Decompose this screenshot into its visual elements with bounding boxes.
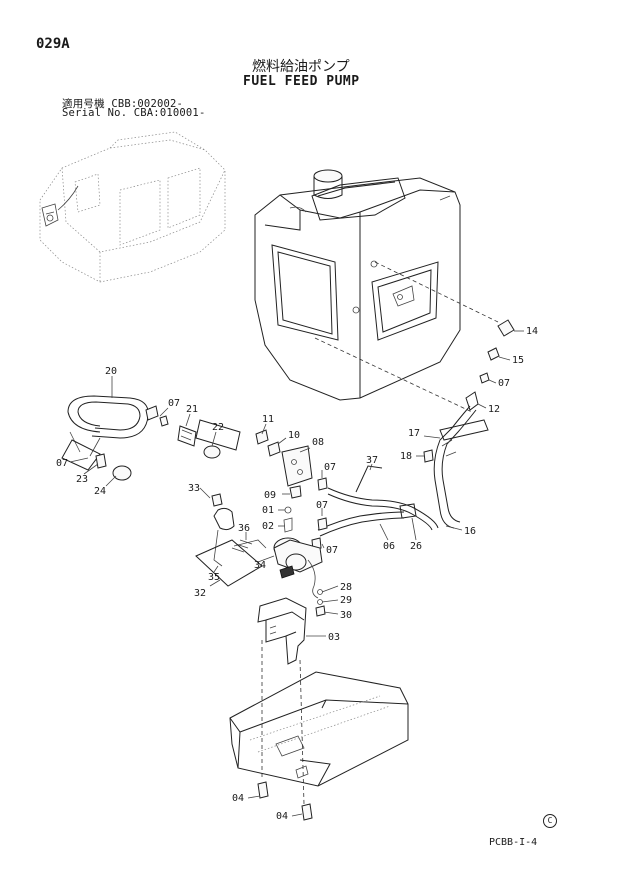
fitting-11 xyxy=(255,429,269,445)
callout-01: 01 xyxy=(262,505,274,516)
hose-06 xyxy=(317,511,405,531)
callout-04-b: 04 xyxy=(276,811,288,822)
harness-36 xyxy=(233,539,267,549)
callout-08: 08 xyxy=(312,437,324,448)
callout-24: 24 xyxy=(94,486,106,497)
callout-15: 15 xyxy=(512,355,524,366)
callout-labels: 14 15 07 12 20 07 21 11 22 10 08 17 18 0… xyxy=(56,326,538,822)
cap-24 xyxy=(112,465,132,481)
hose-16 xyxy=(327,487,439,529)
callout-22: 22 xyxy=(212,422,224,433)
hose-06-outer xyxy=(319,517,405,537)
fitting-07-upper xyxy=(145,405,159,421)
callout-07-c: 07 xyxy=(56,458,68,469)
callout-18: 18 xyxy=(400,451,412,462)
title-japanese: 燃料給油ポンプ xyxy=(252,59,350,75)
fitting-07-lower xyxy=(317,517,328,531)
callout-21: 21 xyxy=(186,404,198,415)
fitting-07-small xyxy=(159,415,169,427)
wire-35 xyxy=(213,529,223,567)
bolt-09 xyxy=(289,485,302,499)
washer-28 xyxy=(317,589,323,595)
callout-34: 34 xyxy=(254,560,266,571)
bolt-18 xyxy=(423,449,434,463)
page-code: 029A xyxy=(36,36,70,52)
hose-12 xyxy=(433,405,471,529)
callout-03: 03 xyxy=(328,632,340,643)
callout-33: 33 xyxy=(188,483,200,494)
callout-36: 36 xyxy=(238,523,250,534)
fuel-tank xyxy=(254,169,461,401)
callout-leaders xyxy=(69,330,524,817)
bolt-23 xyxy=(95,453,107,469)
bracket-21-22 xyxy=(195,419,241,451)
washer-01 xyxy=(284,506,292,514)
callout-07-a: 07 xyxy=(498,378,510,389)
bolt-04a xyxy=(257,781,269,799)
callout-35: 35 xyxy=(208,572,220,583)
callout-14: 14 xyxy=(526,326,538,337)
callout-37: 37 xyxy=(366,455,378,466)
callout-02: 02 xyxy=(262,521,274,532)
callout-07-f: 07 xyxy=(326,545,338,556)
filter-22 xyxy=(203,445,221,459)
serial-number: Serial No. CBA:010001- xyxy=(62,107,206,119)
bracket-hose-20 xyxy=(61,439,101,471)
applicable-serial-jp: 適用号機 CBB:002002- xyxy=(62,98,184,110)
fitting-10 xyxy=(267,441,281,457)
callout-29: 29 xyxy=(340,595,352,606)
page-reference: PCBB-I-4 xyxy=(489,837,538,848)
leader-tank-to-hose-12 xyxy=(314,337,473,413)
clamp-17 xyxy=(441,439,457,457)
callout-28: 28 xyxy=(340,582,352,593)
callout-16: 16 xyxy=(464,526,476,537)
circle-c-mark: C xyxy=(543,814,557,828)
bolt-02 xyxy=(283,517,293,533)
bracket-08 xyxy=(281,445,313,487)
hose-12-outer xyxy=(441,409,477,523)
pump-bracket-03 xyxy=(257,597,307,665)
callout-12: 12 xyxy=(488,404,500,415)
bracket-32-outline xyxy=(195,539,263,587)
bolt-04b xyxy=(301,803,313,821)
fuel-pump-34 xyxy=(273,537,323,599)
callout-09: 09 xyxy=(264,490,276,501)
callout-06: 06 xyxy=(383,541,395,552)
title-english: FUEL FEED PUMP xyxy=(243,74,360,89)
relay-33 xyxy=(213,507,235,531)
nut-30 xyxy=(315,605,326,617)
hose-16-outer xyxy=(327,493,433,531)
washer-29 xyxy=(317,599,323,605)
clamp-07-mid xyxy=(317,477,328,491)
callout-07-b: 07 xyxy=(168,398,180,409)
leader-bolt-04b xyxy=(299,659,305,805)
leader-tank-to-fitting-14 xyxy=(374,261,499,323)
fitting-21 xyxy=(177,425,197,447)
bracket-17 xyxy=(439,419,489,441)
bolt-33 xyxy=(211,493,223,507)
callout-17: 17 xyxy=(408,428,420,439)
callout-20: 20 xyxy=(105,366,117,377)
hose-20 xyxy=(67,395,149,457)
floor-plate xyxy=(229,671,409,787)
callout-30: 30 xyxy=(340,610,352,621)
callout-23: 23 xyxy=(76,474,88,485)
callout-11: 11 xyxy=(262,414,274,425)
excavator-thumbnail xyxy=(39,131,226,283)
callout-26: 26 xyxy=(410,541,422,552)
callout-10: 10 xyxy=(288,430,300,441)
callout-32: 32 xyxy=(194,588,206,599)
callout-07-e: 07 xyxy=(316,500,328,511)
fitting-stack xyxy=(465,319,515,411)
callout-07-d: 07 xyxy=(324,462,336,473)
callout-04-a: 04 xyxy=(232,793,244,804)
leader-37 xyxy=(355,465,383,493)
clamp-26 xyxy=(399,503,417,519)
